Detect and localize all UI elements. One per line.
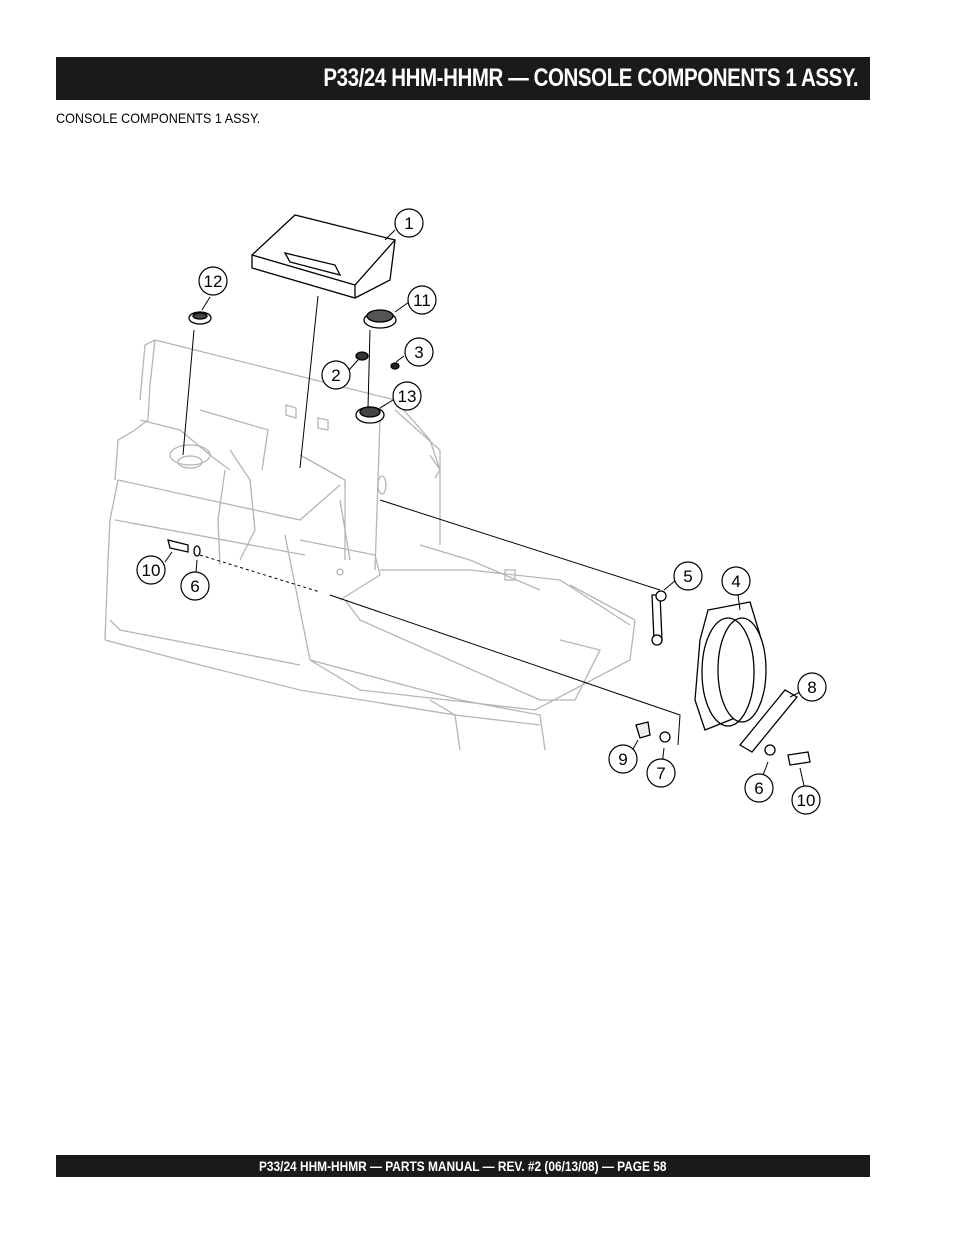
console-frame xyxy=(104,339,636,751)
svg-text:1: 1 xyxy=(404,214,413,233)
callout-c9: 9 xyxy=(608,744,638,774)
callout-c10b: 10 xyxy=(791,785,821,815)
svg-text:5: 5 xyxy=(683,567,692,586)
page-title: P33/24 HHM-HHMR — CONSOLE COMPONENTS 1 A… xyxy=(323,64,858,92)
svg-text:3: 3 xyxy=(414,343,423,362)
svg-text:7: 7 xyxy=(656,764,665,783)
callout-c6b: 6 xyxy=(744,773,774,803)
svg-text:11: 11 xyxy=(413,291,431,310)
svg-text:9: 9 xyxy=(618,750,627,769)
svg-text:8: 8 xyxy=(807,678,816,697)
callout-c1: 1 xyxy=(394,208,424,238)
cover-panel-part xyxy=(251,214,396,299)
callout-c3: 3 xyxy=(404,337,434,367)
callout-c7: 7 xyxy=(646,758,676,788)
page-title-bar: P33/24 HHM-HHMR — CONSOLE COMPONENTS 1 A… xyxy=(56,57,870,100)
svg-text:4: 4 xyxy=(731,572,740,591)
callout-c5: 5 xyxy=(673,561,703,591)
callout-c4: 4 xyxy=(721,566,751,596)
page-footer-bar: P33/24 HHM-HHMR — PARTS MANUAL — REV. #2… xyxy=(56,1155,870,1177)
svg-text:6: 6 xyxy=(754,779,763,798)
callout-c6a: 6 xyxy=(180,571,210,601)
page-footer: P33/24 HHM-HHMR — PARTS MANUAL — REV. #2… xyxy=(259,1158,667,1174)
callout-c12: 12 xyxy=(198,266,228,296)
svg-text:10: 10 xyxy=(797,791,816,810)
svg-text:10: 10 xyxy=(142,561,161,580)
svg-text:6: 6 xyxy=(190,577,199,596)
hardware-parts xyxy=(167,539,811,766)
callout-c8: 8 xyxy=(797,672,827,702)
svg-text:12: 12 xyxy=(204,272,223,291)
callout-c10a: 10 xyxy=(136,555,166,585)
callout-c11: 11 xyxy=(407,285,437,315)
leader-lines xyxy=(164,229,806,791)
svg-text:13: 13 xyxy=(398,387,417,406)
callout-c13: 13 xyxy=(392,381,422,411)
callout-c2: 2 xyxy=(321,360,351,390)
diagram-caption: CONSOLE COMPONENTS 1 ASSY. xyxy=(56,110,261,126)
svg-text:2: 2 xyxy=(331,366,340,385)
gauge-parts xyxy=(188,309,400,424)
